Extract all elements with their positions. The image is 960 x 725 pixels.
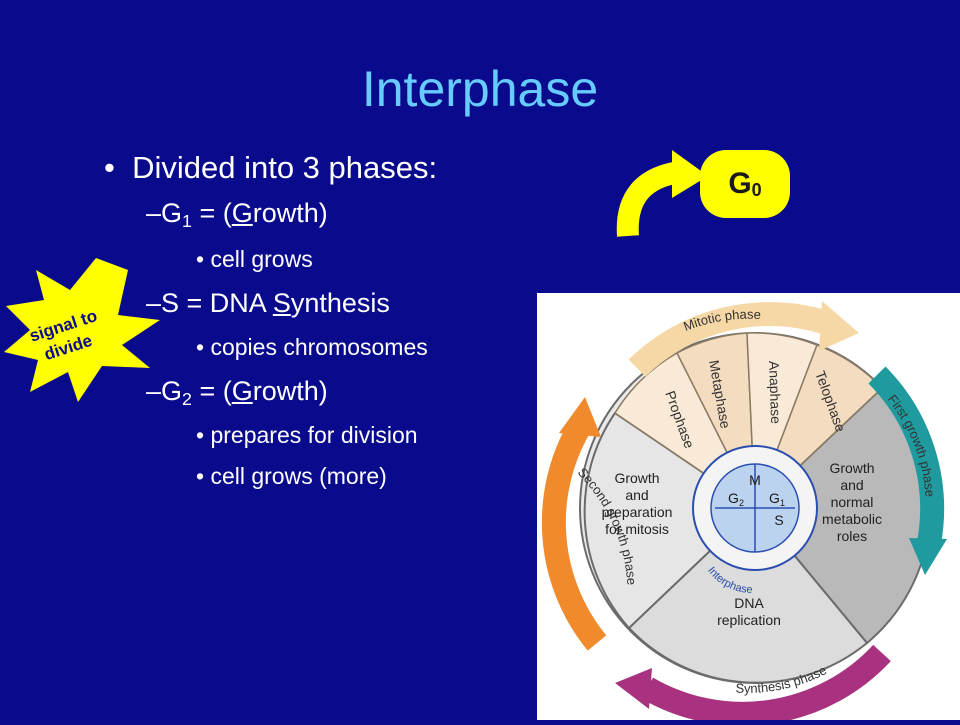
bullet-g2: –G2 = (Growth) xyxy=(146,376,328,410)
bullet-g2-detail-2: • cell grows (more) xyxy=(196,463,387,489)
g2-text-1: Growth xyxy=(614,470,659,486)
synthesis-arrow-head xyxy=(615,668,652,709)
bullet-s: –S = DNA Synthesis xyxy=(146,288,390,318)
mitotic-arrow-head xyxy=(819,301,859,351)
sector-g2 xyxy=(583,411,757,630)
g2-text-2: and xyxy=(625,487,648,503)
bullet-phases-text: Divided into 3 phases: xyxy=(132,150,438,185)
g1-text-5: roles xyxy=(837,528,867,544)
second-growth-arrow-head xyxy=(559,397,601,437)
bullet-phases: • Divided into 3 phases: xyxy=(104,150,437,186)
s-text-1: DNA xyxy=(734,595,764,611)
label-anaphase: Anaphase xyxy=(766,361,784,425)
bullet-g1: –G1 = (Growth) xyxy=(146,198,328,232)
center-g2-label: G2 xyxy=(728,490,744,508)
cell-cycle-svg: Mitotic phase First growth phase Synthes… xyxy=(541,301,947,725)
sector-s xyxy=(627,506,869,684)
center-g1-label: G1 xyxy=(769,490,785,508)
first-growth-arrow-head xyxy=(909,538,947,575)
g1-text-1: Growth xyxy=(829,460,874,476)
signal-starburst xyxy=(4,258,160,402)
cell-cycle-diagram: Mitotic phase First growth phase Synthes… xyxy=(537,293,960,725)
g0-arrow-head xyxy=(672,150,708,198)
second-growth-arrow xyxy=(541,422,607,651)
bullet-dot: • xyxy=(104,150,115,185)
mitotic-arrow xyxy=(628,302,831,377)
center-s: S xyxy=(774,512,783,528)
g0-curved-arrow xyxy=(616,161,682,237)
g1-text-4: metabolic xyxy=(822,511,882,527)
first-growth-arrow xyxy=(868,366,945,546)
bullet-g1-detail: • cell grows xyxy=(196,246,313,272)
s-text-2: replication xyxy=(717,612,781,628)
g1-text-3: normal xyxy=(831,494,874,510)
synthesis-arrow xyxy=(640,644,891,725)
g2-text-4: for mitosis xyxy=(605,521,669,537)
bullet-g2-detail-1: • prepares for division xyxy=(196,422,418,448)
slide-title: Interphase xyxy=(361,61,599,117)
g1-text-2: and xyxy=(840,477,863,493)
g2-text-3: preparation xyxy=(602,504,673,520)
bullet-s-detail: • copies chromosomes xyxy=(196,334,428,360)
center-m: M xyxy=(749,472,761,488)
